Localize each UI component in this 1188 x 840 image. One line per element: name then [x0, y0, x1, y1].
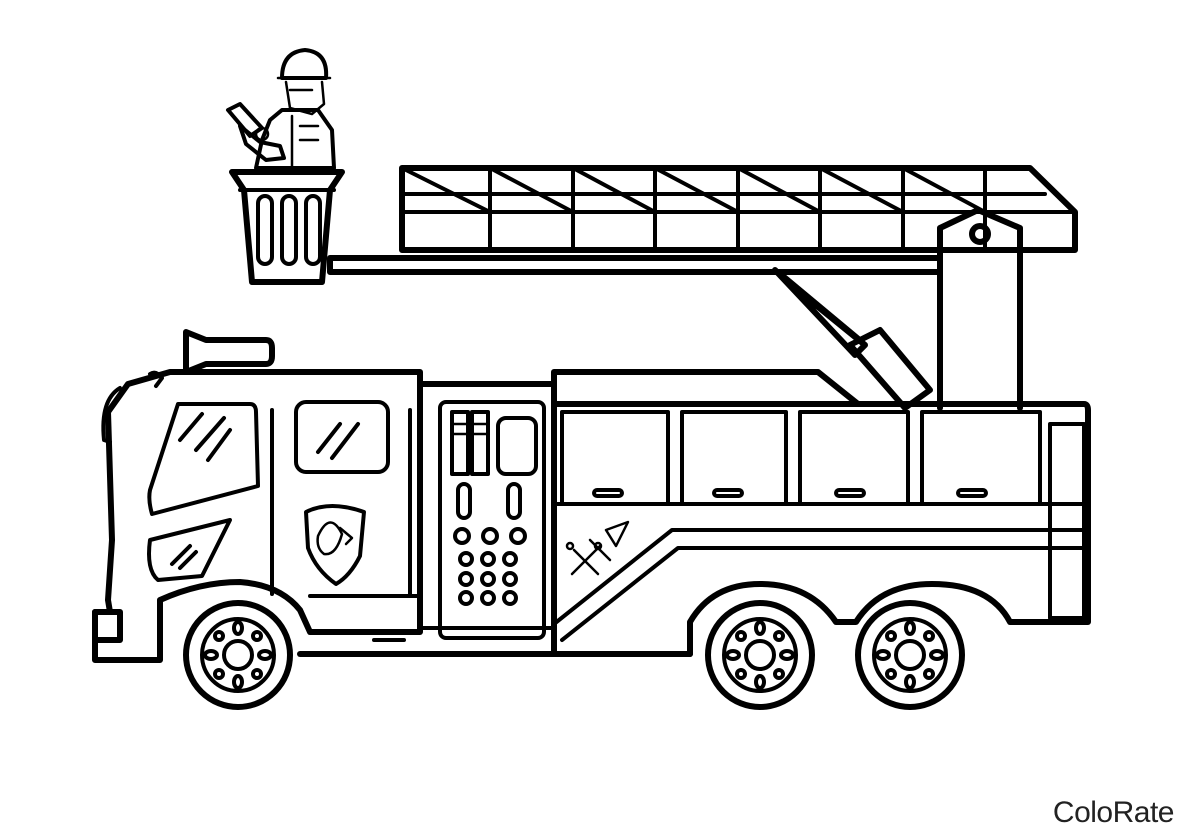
rear-wheel — [855, 600, 965, 710]
front-wheel — [183, 600, 293, 710]
rescue-basket — [229, 169, 345, 285]
hydraulic-piston — [772, 267, 933, 411]
cab — [92, 329, 423, 663]
pump-panel — [417, 381, 557, 657]
firefighter — [226, 48, 336, 170]
site-watermark: ColoRate — [1052, 796, 1175, 829]
boom-arm — [327, 255, 943, 275]
truck-body — [297, 369, 1091, 657]
aerial-ladder — [399, 165, 1078, 253]
middle-wheel — [705, 600, 815, 710]
body-emblem — [565, 520, 630, 576]
ladder-turret — [937, 207, 1023, 411]
